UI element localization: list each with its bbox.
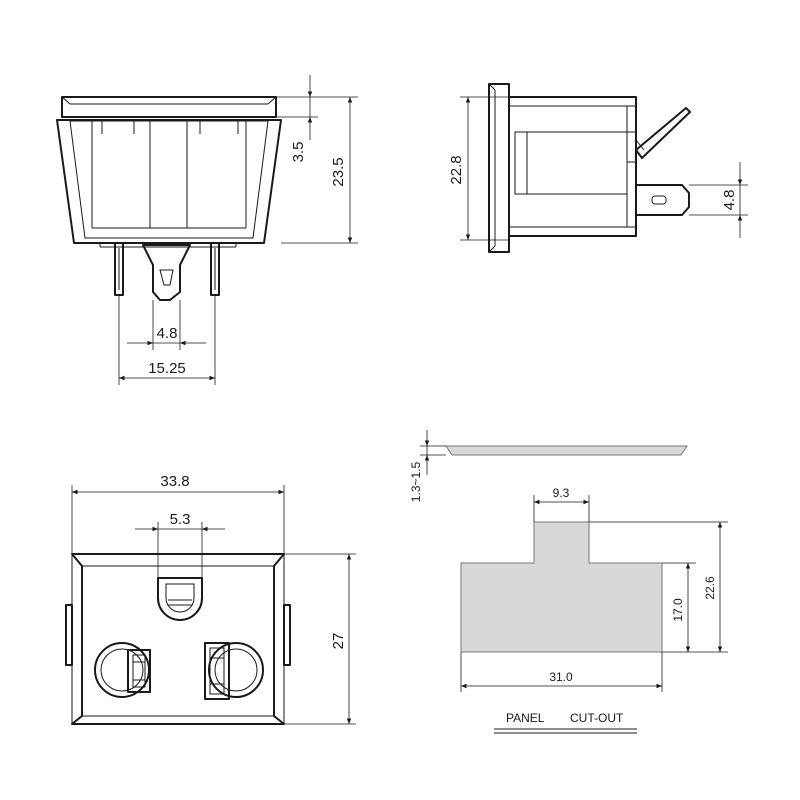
side-body [508, 96, 637, 237]
side-flange [488, 83, 510, 253]
dim-cutout-width: 31.0 [549, 670, 573, 684]
face-left-latch [65, 604, 73, 666]
face-outer-frame [71, 553, 285, 725]
dim-face-ground-width: 5.3 [170, 511, 191, 528]
dim-cutout-height-total: 22.6 [703, 576, 717, 600]
dim-front-top-height: 3.5 [290, 142, 307, 163]
dim-cutout-top-width: 9.3 [553, 486, 570, 500]
dim-front-total-height: 23.5 [330, 157, 347, 186]
dim-front-pin-spacing: 4.8 [157, 325, 178, 342]
side-wire-tab [635, 107, 691, 159]
dim-panel-thickness: 1.3~1.5 [409, 461, 423, 502]
cutout-shape [460, 521, 663, 653]
face-ground-hole [157, 577, 203, 621]
caption-cutout: CUT-OUT [570, 711, 624, 725]
front-ground-tab [142, 244, 191, 301]
dim-face-height: 27 [330, 633, 347, 650]
side-view: 22.8 4.8 [448, 83, 748, 253]
face-left-slot [94, 642, 150, 698]
front-body [56, 119, 282, 244]
dim-side-height: 22.8 [448, 155, 465, 184]
side-solder-tab [635, 184, 690, 216]
dim-cutout-height-low: 17.0 [671, 598, 685, 622]
face-right-latch [283, 604, 291, 666]
face-right-slot [208, 642, 264, 698]
dim-front-pin-span: 15.25 [148, 360, 186, 377]
front-flange [61, 96, 277, 118]
caption-panel: PANEL [506, 711, 545, 725]
panel-cutout-view: 1.3~1.5 9.3 31.0 17.0 22.6 PANEL CUT-OUT [409, 430, 728, 734]
dim-face-width: 33.8 [160, 473, 189, 490]
front-view: 3.5 23.5 4.8 15.25 [56, 75, 358, 385]
face-view: 33.8 5.3 27 [65, 473, 356, 725]
panel-section [445, 445, 688, 456]
dim-side-tab-height: 4.8 [721, 190, 738, 211]
